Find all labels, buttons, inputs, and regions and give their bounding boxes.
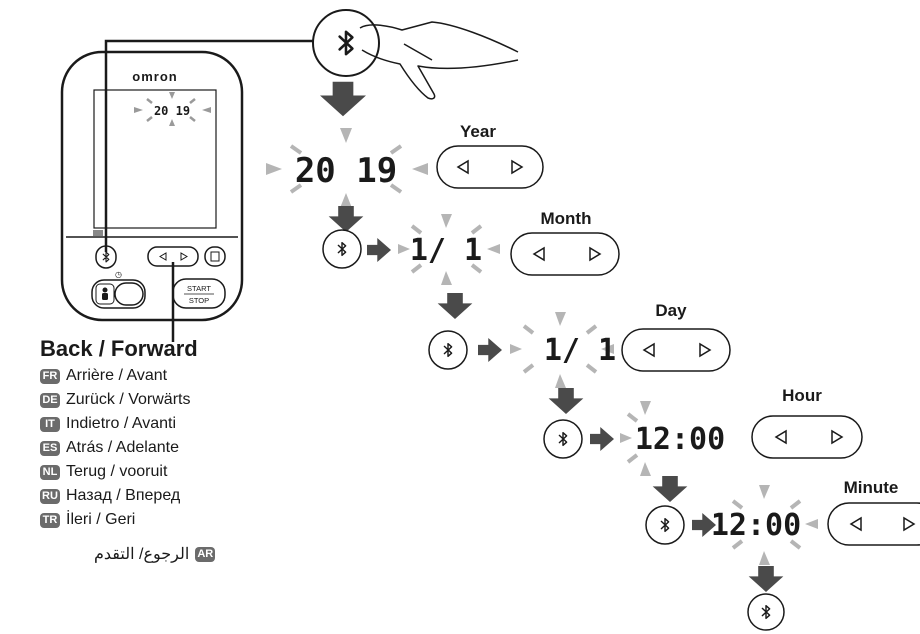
- legend-item-text: Arrière / Avant: [66, 367, 168, 384]
- user-icon: [102, 287, 108, 293]
- step-month: 1/ 1 Month: [322, 209, 620, 285]
- legend-item: TR İleri / Geri: [40, 508, 280, 532]
- language-badge: FR: [40, 368, 60, 384]
- legend-item: DE Zurück / Vorwärts: [40, 388, 280, 412]
- triangle-left-icon: [532, 246, 545, 262]
- triangle-right-icon: [831, 429, 844, 445]
- year-label: Year: [460, 122, 496, 141]
- language-badge: ES: [40, 440, 60, 456]
- device-user-button[interactable]: [91, 279, 146, 309]
- hand-pressing-icon: [359, 21, 519, 100]
- language-badge: DE: [40, 392, 60, 408]
- legend-item: IT Indietro / Avanti: [40, 412, 280, 436]
- right-arrow-icon: [367, 238, 391, 262]
- bluetooth-button-hour[interactable]: [543, 419, 583, 459]
- legend-item-text: الرجوع/ التقدم: [94, 546, 190, 563]
- device-screen: [93, 89, 217, 229]
- hour-display: 12:00: [635, 422, 725, 457]
- down-arrow-icon: [652, 476, 688, 502]
- bluetooth-button-minute[interactable]: [645, 505, 685, 545]
- triangle-right-icon: [903, 516, 916, 532]
- month-back-forward-button[interactable]: [510, 232, 620, 276]
- minute-label: Minute: [844, 478, 899, 497]
- legend-item: FR Arrière / Avant: [40, 364, 280, 388]
- right-arrow-icon: [478, 338, 502, 362]
- language-badge: NL: [40, 464, 60, 480]
- triangle-right-icon: [699, 342, 712, 358]
- legend-item-text: Zurück / Vorwärts: [66, 391, 191, 408]
- bluetooth-button-day[interactable]: [428, 330, 468, 370]
- triangle-right-icon: [511, 159, 524, 175]
- triangle-left-icon: [159, 252, 167, 261]
- legend-item: ES Atrás / Adelante: [40, 436, 280, 460]
- start-label: START: [187, 284, 211, 293]
- bluetooth-button-month[interactable]: [322, 229, 362, 269]
- device-screen-blink: [134, 92, 211, 126]
- legend-item: NL Terug / vooruit: [40, 460, 280, 484]
- bluetooth-callout-line: [104, 39, 320, 252]
- down-arrow-icon: [437, 293, 473, 319]
- month-display: 1/ 1: [410, 233, 482, 268]
- language-badge: AR: [195, 546, 216, 562]
- back-forward-legend: Back / Forward FR Arrière / Avant DE Zur…: [40, 336, 280, 566]
- down-arrow-icon: [328, 206, 364, 232]
- hour-back-forward-button[interactable]: [751, 415, 863, 459]
- blink-marks-year: [266, 128, 428, 208]
- year-back-forward-button[interactable]: [436, 145, 544, 189]
- step-minute: 12:00 Minute: [645, 478, 920, 565]
- legend-item: RU Назад / Вперед: [40, 484, 280, 508]
- down-arrow-icon: [748, 566, 784, 592]
- bluetooth-press-illustration: [312, 9, 519, 100]
- minute-back-forward-button[interactable]: [827, 502, 920, 546]
- day-label: Day: [655, 301, 687, 320]
- stop-label: STOP: [189, 296, 209, 305]
- legend-item-text: İleri / Geri: [66, 511, 136, 528]
- language-badge: IT: [40, 416, 60, 432]
- hour-label: Hour: [782, 386, 822, 405]
- month-label: Month: [541, 209, 592, 228]
- device-brand: omron: [132, 69, 177, 84]
- blink-marks-month: [398, 214, 500, 285]
- clock-icon: ◷: [115, 270, 122, 279]
- device-small-print: [93, 230, 103, 236]
- step-hour: 12:00 Hour: [543, 386, 863, 476]
- step-day: 1/ 1 Day: [428, 301, 731, 388]
- down-arrow-icon: [320, 81, 366, 117]
- triangle-left-icon: [774, 429, 787, 445]
- blood-pressure-monitor: omron 20 19 ◷: [60, 50, 244, 322]
- device-start-stop-button[interactable]: START STOP: [172, 278, 226, 309]
- day-display: 1/ 1: [544, 333, 616, 368]
- triangle-left-icon: [849, 516, 862, 532]
- legend-item-text: Terug / vooruit: [66, 463, 168, 480]
- blink-marks-minute: [731, 485, 818, 565]
- device-year-readout: 20 19: [154, 104, 190, 118]
- step-year: 20 19 Year: [266, 122, 544, 208]
- triangle-left-icon: [456, 159, 469, 175]
- legend-item-text: Назад / Вперед: [66, 487, 181, 504]
- bluetooth-button-confirm[interactable]: [747, 593, 785, 631]
- triangle-left-icon: [642, 342, 655, 358]
- blink-marks-day: [510, 312, 614, 388]
- device-memory-button[interactable]: [204, 246, 226, 267]
- legend-title: Back / Forward: [40, 336, 198, 361]
- year-display: 20 19: [295, 151, 397, 191]
- language-badge: RU: [40, 488, 60, 504]
- right-arrow-icon: [590, 427, 614, 451]
- down-arrow-icon: [548, 388, 584, 414]
- legend-item-text: Indietro / Avanti: [66, 415, 176, 432]
- legend-item-arabic: AR الرجوع/ التقدم: [40, 542, 280, 566]
- triangle-right-icon: [589, 246, 602, 262]
- blink-marks-hour: [620, 401, 651, 476]
- day-back-forward-button[interactable]: [621, 328, 731, 372]
- language-badge: TR: [40, 512, 60, 528]
- legend-item-text: Atrás / Adelante: [66, 439, 179, 456]
- memory-icon: [210, 251, 220, 262]
- triangle-right-icon: [180, 252, 188, 261]
- minute-display: 12:00: [711, 508, 801, 543]
